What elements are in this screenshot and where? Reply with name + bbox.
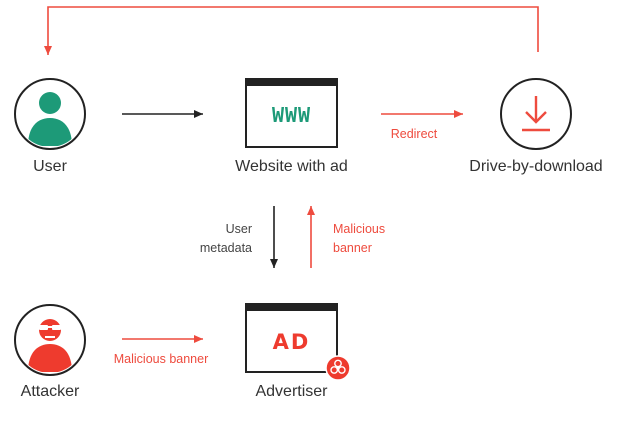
user-label: User [33, 158, 67, 175]
user-icon [14, 78, 86, 150]
attacker-icon [14, 304, 86, 376]
arrow-advertiser-to-website: Malicious banner [307, 206, 385, 268]
website-node: WWW Website with ad [235, 78, 348, 175]
attacker-label: Attacker [21, 383, 80, 400]
download-icon [500, 78, 572, 150]
malicious-banner-attacker-label: Malicious banner [114, 352, 209, 366]
biohazard-icon [325, 355, 351, 381]
redirect-label: Redirect [391, 127, 438, 141]
user-metadata-label-line1: User [226, 222, 252, 236]
browser-window-icon [245, 78, 338, 148]
advertiser-label: Advertiser [255, 383, 328, 400]
malicious-banner-up-line1: Malicious [333, 222, 385, 236]
loop-arrow-download-to-user [44, 6, 539, 55]
arrow-website-to-advertiser: User metadata [200, 206, 278, 268]
download-label: Drive-by-download [469, 158, 602, 175]
advertiser-node: AD Advertiser [245, 303, 351, 400]
advertiser-box-text: AD [273, 330, 311, 354]
user-metadata-label-line2: metadata [200, 241, 252, 255]
malicious-banner-up-line2: banner [333, 241, 372, 255]
website-box-text: WWW [272, 103, 311, 127]
user-node: User [14, 78, 86, 175]
website-label: Website with ad [235, 158, 348, 175]
arrow-website-to-download: Redirect [381, 110, 463, 141]
attacker-node: Attacker [14, 304, 86, 400]
arrow-attacker-to-advertiser: Malicious banner [114, 335, 209, 366]
ad-window-icon [245, 303, 338, 373]
download-node: Drive-by-download [469, 78, 603, 175]
